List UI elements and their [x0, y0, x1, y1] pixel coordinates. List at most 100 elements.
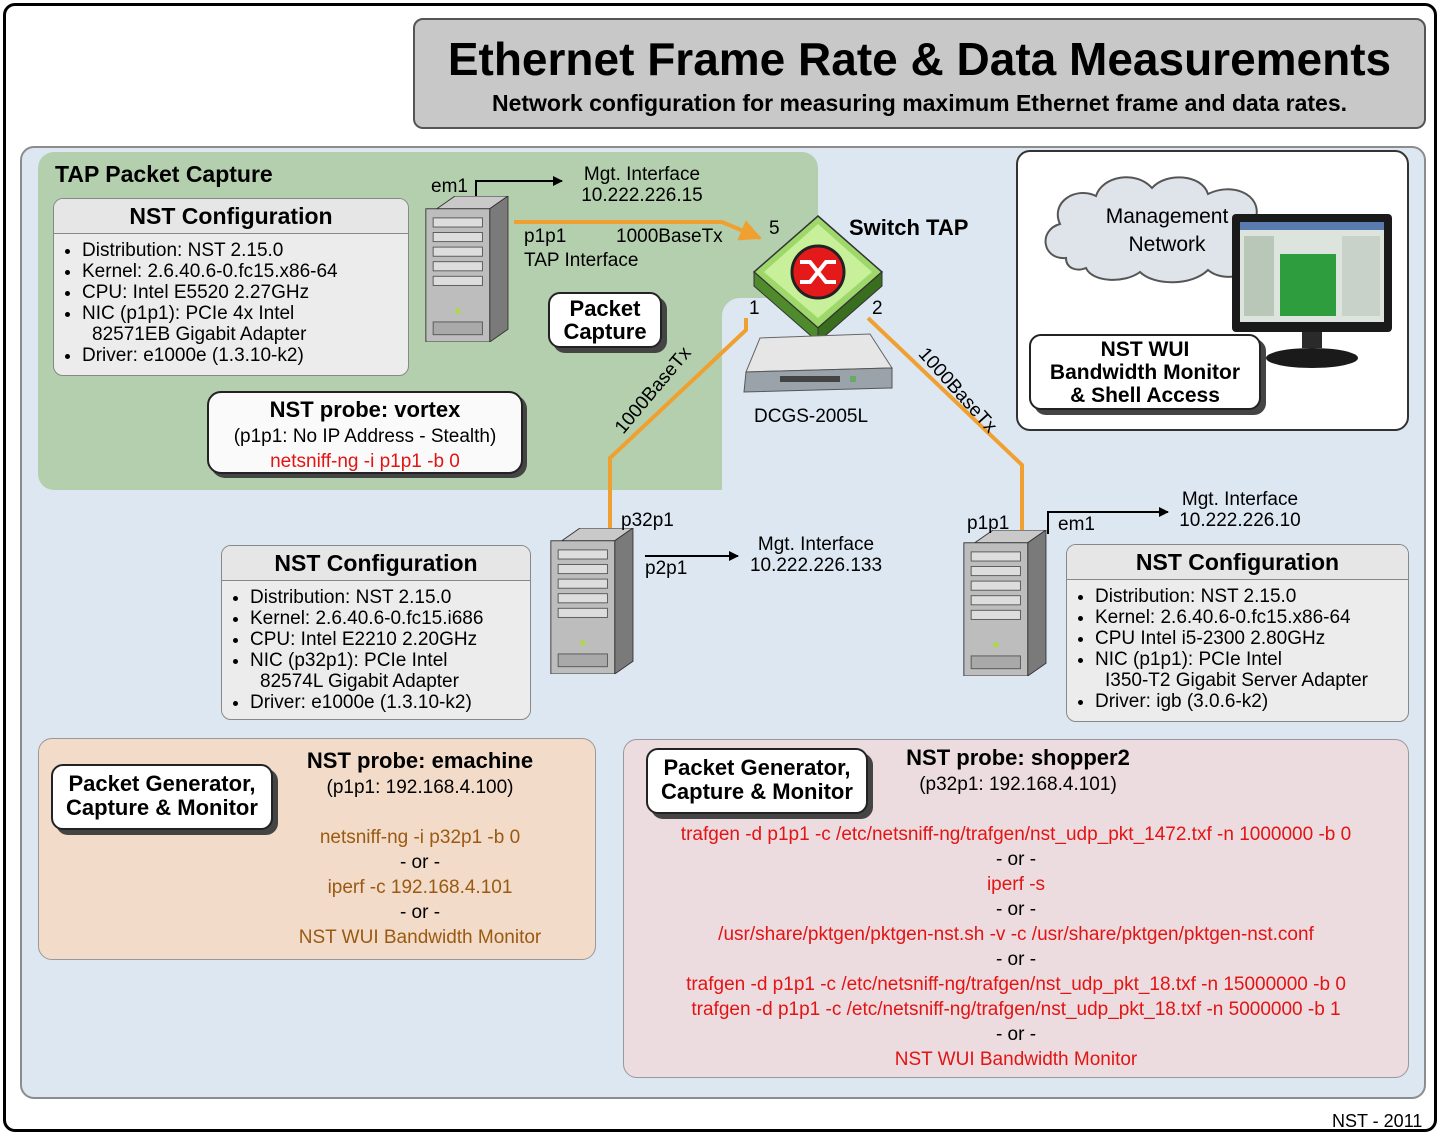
config-item-text: NIC (p1p1): PCIe Intel: [1095, 649, 1282, 670]
config-item: Kernel: 2.6.40.6-0.fc15.x86-64: [1095, 607, 1408, 628]
page-frame: [3, 3, 1437, 1132]
label-line: Capture & Monitor: [66, 795, 258, 820]
left-mgt-ip: 10.222.226.133: [749, 555, 883, 576]
footer-credit: NST - 2011: [1332, 1111, 1423, 1131]
config-item: Distribution: NST 2.15.0: [250, 587, 530, 608]
page-subtitle: Network configuration for measuring maxi…: [491, 90, 1348, 116]
config-item: CPU Intel i5-2300 2.80GHz: [1095, 628, 1408, 649]
wui-monitor-icon: [1232, 214, 1392, 368]
label-line: Capture: [563, 319, 647, 344]
tap-mgt-ip: 10.222.226.15: [581, 185, 703, 206]
switch-device-icon: [743, 333, 893, 393]
tap-link-line: [514, 220, 762, 241]
config-item-text: NIC (p1p1): PCIe 4x Intel: [82, 303, 295, 324]
config-item: CPU: Intel E2210 2.20GHz: [250, 629, 530, 650]
tap-interface-label: TAP Interface: [524, 250, 639, 271]
config-item: Driver: igb (3.0.6-k2): [1095, 691, 1408, 712]
shopper2-or: - or -: [995, 849, 1037, 870]
right-link-line: [866, 316, 1024, 545]
right-em1-label: em1: [1058, 514, 1095, 535]
label-line: & Shell Access: [1070, 384, 1220, 407]
emachine-command: iperf -c 192.168.4.101: [327, 877, 513, 898]
shopper2-or: - or -: [995, 949, 1037, 970]
right-config-panel: NST Configuration Distribution: NST 2.15…: [1066, 544, 1409, 722]
label-line: Bandwidth Monitor: [1049, 361, 1241, 384]
label-line: Packet Generator,: [68, 771, 256, 796]
switch-tap-title: Switch TAP: [849, 215, 969, 240]
right-mgt-ip: 10.222.226.10: [1179, 510, 1301, 531]
label-line: Packet: [569, 296, 641, 321]
switch-port-2: 2: [872, 298, 883, 319]
shopper2-command: trafgen -d p1p1 -c /etc/netsniff-ng/traf…: [686, 974, 1346, 995]
vortex-probe-detail: (p1p1: No IP Address - Stealth): [233, 426, 497, 447]
right-mgt-arrow: [1047, 507, 1169, 534]
label-line: NST WUI: [1100, 338, 1190, 361]
left-config-panel: NST Configuration Distribution: NST 2.15…: [221, 545, 531, 720]
emachine-command: NST WUI Bandwidth Monitor: [298, 927, 542, 948]
tap-region-cutout: [722, 298, 818, 490]
config-item-cont: I350-T2 Gigabit Server Adapter: [1105, 670, 1368, 691]
emachine-or: - or -: [399, 852, 441, 873]
left-mgt-label: Mgt. Interface: [757, 534, 875, 555]
vortex-probe-panel: NST probe: vortex (p1p1: No IP Address -…: [207, 391, 523, 474]
config-item: Driver: e1000e (1.3.10-k2): [82, 345, 408, 366]
tap-p1p1-label: p1p1: [524, 226, 567, 247]
config-item: Kernel: 2.6.40.6-0.fc15.x86-64: [82, 261, 408, 282]
cloud-label: Management Network: [1080, 203, 1254, 259]
tap-link-speed: 1000BaseTx: [616, 226, 723, 247]
switch-port-5: 5: [769, 218, 780, 239]
left-config-heading: NST Configuration: [222, 546, 530, 581]
config-item: Kernel: 2.6.40.6-0.fc15.i686: [250, 608, 530, 629]
left-config-list: Distribution: NST 2.15.0 Kernel: 2.6.40.…: [222, 587, 530, 713]
shopper2-command: /usr/share/pktgen/pktgen-nst.sh -v -c /u…: [718, 924, 1314, 945]
right-server-icon: [963, 530, 1047, 676]
switch-model-label: DCGS-2005L: [754, 406, 869, 427]
shopper2-command: iperf -s: [986, 874, 1046, 895]
page-title: Ethernet Frame Rate & Data Measurements: [447, 33, 1392, 85]
config-item-cont: 82571EB Gigabit Adapter: [92, 324, 307, 345]
packet-capture-label: Packet Capture: [548, 292, 662, 348]
right-config-heading: NST Configuration: [1067, 545, 1408, 580]
left-link-line: [608, 318, 748, 540]
config-item-cont: 82574L Gigabit Adapter: [260, 671, 459, 692]
left-p2p1-label: p2p1: [645, 558, 688, 579]
config-item: Distribution: NST 2.15.0: [82, 240, 408, 261]
shopper2-command: trafgen -d p1p1 -c /etc/netsniff-ng/traf…: [691, 999, 1341, 1020]
shopper2-role-label: Packet Generator, Capture & Monitor: [646, 748, 868, 814]
emachine-or: - or -: [399, 902, 441, 923]
config-item: CPU: Intel E5520 2.27GHz: [82, 282, 408, 303]
tap-config-panel: NST Configuration Distribution: NST 2.15…: [53, 198, 409, 376]
emachine-probe-title: NST probe: emachine: [306, 748, 534, 773]
shopper2-or: - or -: [995, 899, 1037, 920]
tap-config-list: Distribution: NST 2.15.0 Kernel: 2.6.40.…: [54, 240, 408, 366]
left-p32p1-label: p32p1: [621, 510, 674, 531]
tap-mgt-label: Mgt. Interface: [583, 164, 701, 185]
shopper2-command: NST WUI Bandwidth Monitor: [894, 1049, 1138, 1070]
right-config-list: Distribution: NST 2.15.0 Kernel: 2.6.40.…: [1067, 586, 1408, 712]
tap-em1-label: em1: [431, 176, 468, 197]
right-mgt-label: Mgt. Interface: [1181, 489, 1299, 510]
label-line: Capture & Monitor: [661, 779, 853, 804]
config-item: Distribution: NST 2.15.0: [1095, 586, 1408, 607]
tap-mgt-arrow: [475, 176, 563, 196]
label-line: Packet Generator,: [663, 755, 851, 780]
shopper2-command: trafgen -d p1p1 -c /etc/netsniff-ng/traf…: [680, 824, 1352, 845]
config-item: Driver: e1000e (1.3.10-k2): [250, 692, 530, 713]
title-banner: Ethernet Frame Rate & Data Measurements …: [413, 18, 1426, 129]
cloud-label-line: Network: [1128, 233, 1206, 256]
switch-port-1: 1: [749, 298, 760, 319]
vortex-probe-command: netsniff-ng -i p1p1 -b 0: [270, 451, 460, 472]
emachine-role-label: Packet Generator, Capture & Monitor: [51, 764, 273, 830]
shopper2-probe-detail: (p32p1: 192.168.4.101): [919, 774, 1117, 795]
emachine-probe-detail: (p1p1: 192.168.4.100): [326, 777, 514, 798]
shopper2-probe-title: NST probe: shopper2: [906, 745, 1130, 770]
right-p1p1-label: p1p1: [967, 513, 1010, 534]
wui-access-label: NST WUI Bandwidth Monitor & Shell Access: [1029, 334, 1261, 410]
config-item-text: NIC (p32p1): PCIe Intel: [250, 650, 448, 671]
vortex-probe-title: NST probe: vortex: [269, 397, 461, 422]
cloud-label-line: Management: [1105, 205, 1229, 228]
